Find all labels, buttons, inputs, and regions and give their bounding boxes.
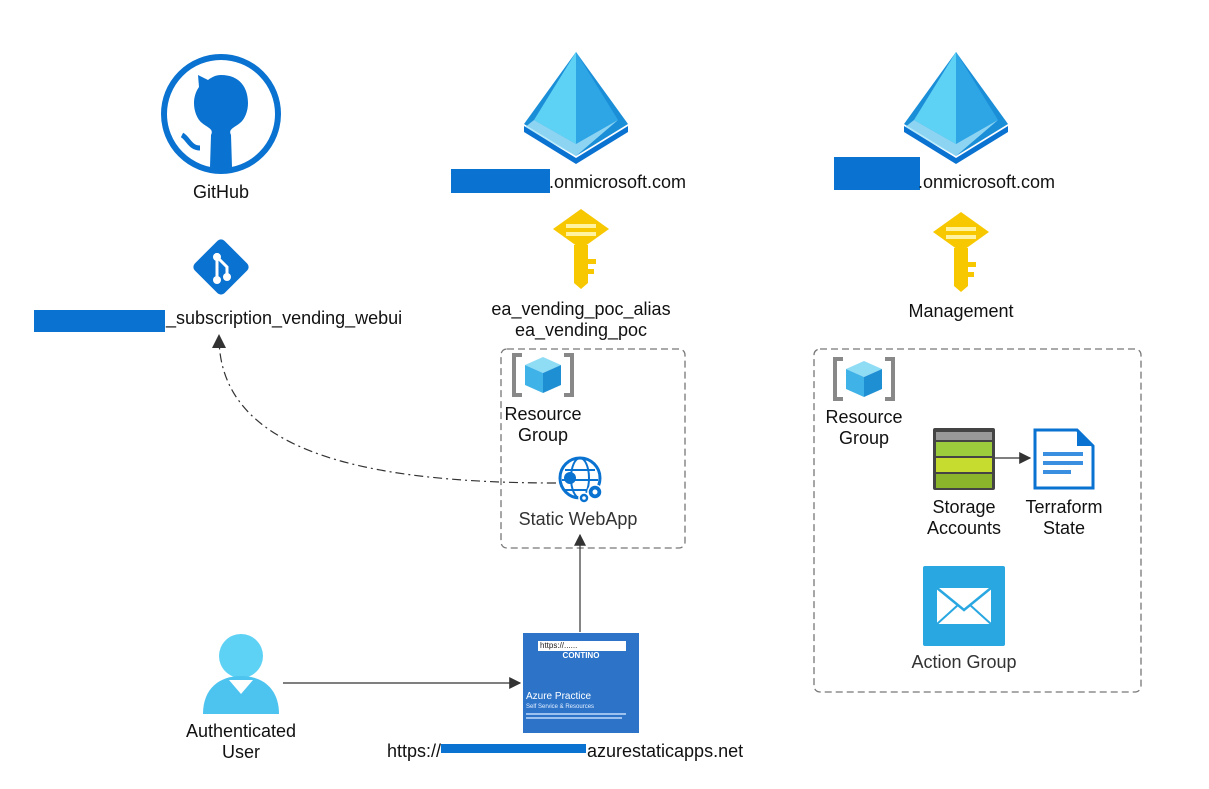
entra-id-icon <box>904 52 1008 164</box>
redacted-block <box>441 744 586 753</box>
redacted-block <box>451 169 550 193</box>
deploy-arrow <box>218 337 557 484</box>
resource-group-icon <box>833 357 895 401</box>
github-label: GitHub <box>192 182 250 202</box>
action-group-label: Action Group <box>911 652 1017 672</box>
static-webapp-label: Static WebApp <box>518 509 638 529</box>
identity-label: ea_vending_poc <box>514 320 648 340</box>
management-label: Management <box>908 301 1014 321</box>
site-body-lines <box>526 713 626 715</box>
user-label-line2: User <box>221 742 260 762</box>
storage-label-line2: Accounts <box>926 518 1002 538</box>
resource-group-box-2 <box>813 348 1142 693</box>
site-brand: CONTINO <box>562 651 600 660</box>
website-thumbnail: https://...... CONTINO Azure Practice Se… <box>523 633 639 733</box>
github-icon <box>161 54 281 174</box>
redacted-block <box>834 157 920 190</box>
tenant1-domain: .onmicrosoft.com <box>549 172 687 192</box>
tfstate-label-line1: Terraform <box>1025 497 1103 517</box>
deploy-arrow-head <box>212 334 226 348</box>
redacted-block <box>34 310 165 332</box>
site-subtitle: Self Service & Resources <box>526 704 595 710</box>
repo-name: _subscription_vending_webui <box>166 308 403 328</box>
rg2-label-line2: Group <box>838 428 890 448</box>
resource-group-icon <box>512 353 574 397</box>
rg2-label-line1: Resource <box>825 407 903 427</box>
storage-label-line1: Storage <box>932 497 996 517</box>
git-repo-icon <box>193 239 249 295</box>
rg1-label-line2: Group <box>517 425 569 445</box>
entra-id-icon <box>524 52 628 164</box>
static-webapp-icon <box>558 456 603 504</box>
resource-group-box-1 <box>500 348 686 549</box>
site-url-suffix: azurestaticapps.net <box>587 741 744 761</box>
site-url-prefix: https:// <box>387 741 442 761</box>
user-icon <box>203 634 279 714</box>
tfstate-label-line2: State <box>1042 518 1086 538</box>
storage-account-icon <box>933 428 995 490</box>
key-icon <box>933 212 989 292</box>
key-icon <box>553 209 609 289</box>
site-body-lines <box>526 717 622 719</box>
identity-alias-label: ea_vending_poc_alias <box>491 299 671 319</box>
site-title: Azure Practice <box>526 691 592 702</box>
document-icon <box>1033 428 1095 490</box>
rg1-label-line1: Resource <box>504 404 582 424</box>
url-bar: https://...... <box>538 641 626 651</box>
tenant2-domain: .onmicrosoft.com <box>918 172 1056 192</box>
envelope-icon <box>923 566 1005 646</box>
user-label-line1: Authenticated <box>185 721 297 741</box>
